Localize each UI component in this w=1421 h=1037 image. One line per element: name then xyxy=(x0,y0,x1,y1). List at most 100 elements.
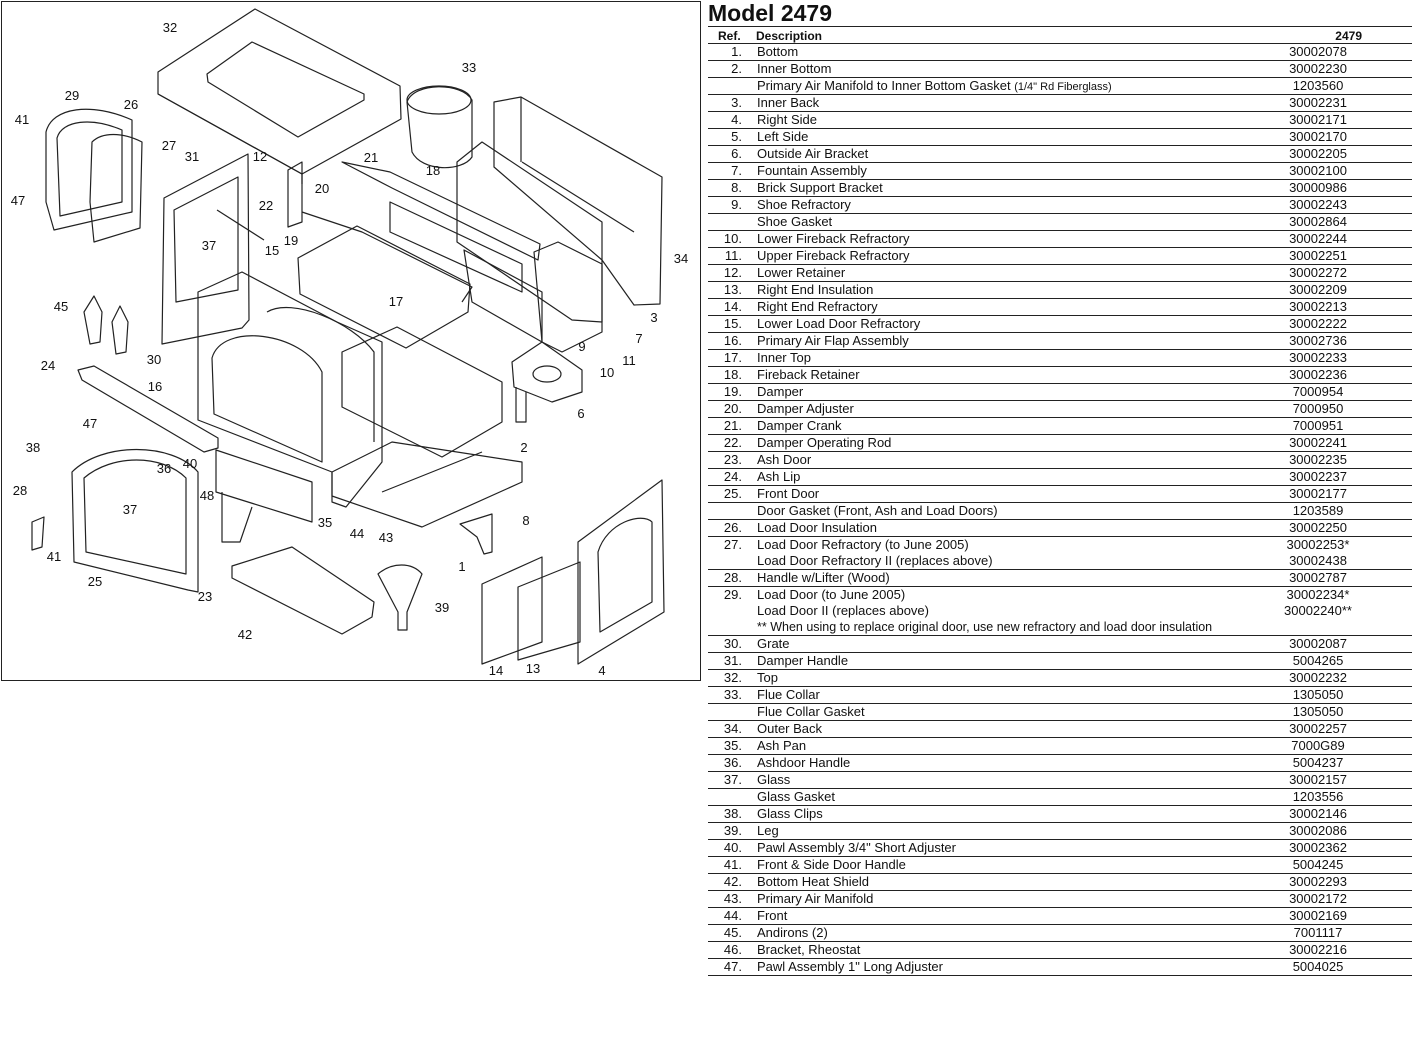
part-number: 30002232 xyxy=(1289,670,1347,685)
callout-number: 1 xyxy=(458,559,465,574)
callout-number: 25 xyxy=(88,574,102,589)
part-description: Front & Side Door Handle xyxy=(757,857,906,872)
callout-number: 33 xyxy=(462,60,476,75)
ref-number: 11. xyxy=(724,248,742,263)
callout-number: 39 xyxy=(435,600,449,615)
ref-number: 17. xyxy=(723,350,742,365)
part-description-detail: (1/4" Rd Fiberglass) xyxy=(1014,81,1112,93)
callout-number: 18 xyxy=(426,163,440,178)
part-number: 30002241 xyxy=(1289,435,1347,450)
callout-number: 10 xyxy=(600,365,614,380)
part-outer-back xyxy=(493,96,663,306)
part-number: 7000950 xyxy=(1292,401,1344,416)
ref-number: 25. xyxy=(723,486,742,501)
callout-number: 48 xyxy=(200,488,214,503)
column-header-ref: Ref. xyxy=(718,29,741,43)
callout-number: 41 xyxy=(47,549,61,564)
part-andirons xyxy=(83,295,103,345)
table-row: 27.Load Door Refractory (to June 2005)30… xyxy=(708,537,1412,570)
part-number: 30002253* xyxy=(1286,537,1350,552)
part-number: 30002078 xyxy=(1289,44,1347,59)
callout-number: 27 xyxy=(162,138,176,153)
callout-number: 23 xyxy=(198,589,212,604)
ref-number: 31. xyxy=(723,653,742,668)
callout-number: 4 xyxy=(598,663,605,678)
part-bottom xyxy=(331,441,523,528)
part-number: 30002222 xyxy=(1289,316,1347,331)
ref-number: 10. xyxy=(723,231,742,246)
part-inner-back xyxy=(456,141,603,323)
part-description: Brick Support Bracket xyxy=(757,180,883,195)
ref-number: 5. xyxy=(731,129,742,144)
part-number: 1305050 xyxy=(1292,687,1344,702)
part-number: 5004237 xyxy=(1292,755,1344,770)
ref-number: 40. xyxy=(723,840,742,855)
part-number: 30002251 xyxy=(1289,248,1347,263)
part-description: Primary Air Manifold to Inner Bottom Gas… xyxy=(757,78,1112,93)
part-description: Load Door (to June 2005) xyxy=(757,587,906,602)
ref-number: 37. xyxy=(723,772,742,787)
callout-number: 8 xyxy=(522,513,529,528)
part-number: 30002235 xyxy=(1289,452,1347,467)
part-number: 30002233 xyxy=(1289,350,1347,365)
part-number: 30002087 xyxy=(1289,636,1347,651)
part-description: Ash Pan xyxy=(757,738,807,753)
part-number: 30002787 xyxy=(1289,570,1347,585)
part-number: 30002236 xyxy=(1289,367,1347,382)
part-description: Bracket, Rheostat xyxy=(757,942,861,957)
part-load-door-refractory xyxy=(89,133,143,243)
part-number: 30002205 xyxy=(1289,146,1347,161)
part-description: Top xyxy=(757,670,778,685)
part-description: Inner Top xyxy=(757,350,811,365)
part-number: 1305050 xyxy=(1292,704,1344,719)
ref-number: 45. xyxy=(723,925,742,940)
part-description: Inner Back xyxy=(757,95,820,110)
part-description: Ashdoor Handle xyxy=(757,755,851,770)
part-description: Load Door II (replaces above) xyxy=(757,603,929,618)
part-number: 5004265 xyxy=(1292,653,1344,668)
part-description: Primary Air Flap Assembly xyxy=(757,333,909,348)
table-row: Door Gasket (Front, Ash and Load Doors)1… xyxy=(708,503,1412,520)
part-number: 1203589 xyxy=(1292,503,1344,518)
part-description: Left Side xyxy=(757,129,809,144)
part-number: 30002230 xyxy=(1289,61,1347,76)
callout-number: 20 xyxy=(315,181,329,196)
part-description: Bottom Heat Shield xyxy=(757,874,870,889)
part-number: 30002234* xyxy=(1286,587,1350,602)
part-number: 30002100 xyxy=(1289,163,1347,178)
ref-number: 38. xyxy=(723,806,742,821)
part-front-door xyxy=(71,449,199,593)
part-number: 30002237 xyxy=(1289,469,1347,484)
part-description: Fountain Assembly xyxy=(757,163,867,178)
ref-number: 43. xyxy=(723,891,742,906)
callout-number: 22 xyxy=(259,198,273,213)
part-description: Load Door Refractory II (replaces above) xyxy=(757,553,993,568)
row-line: 29.Load Door (to June 2005)30002234* xyxy=(708,587,1412,603)
part-description: Flue Collar Gasket xyxy=(757,704,865,719)
